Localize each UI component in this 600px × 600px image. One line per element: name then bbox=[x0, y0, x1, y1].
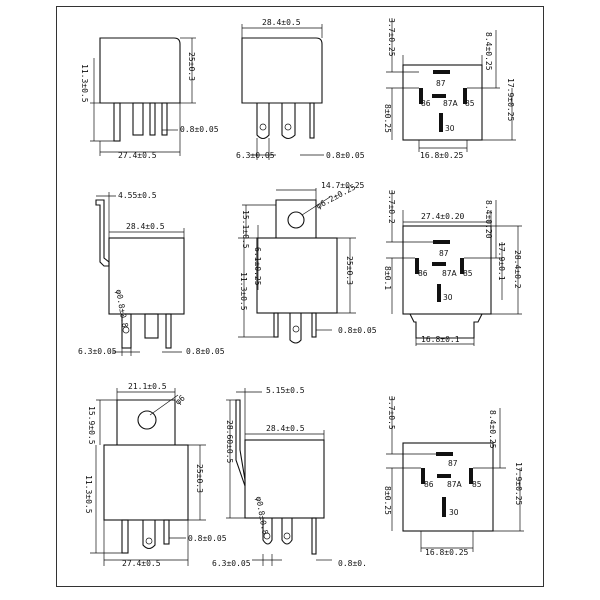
r2v2-flange: 15.1±0.5 bbox=[241, 210, 250, 249]
r1v3-pin-85: 85 bbox=[465, 99, 475, 108]
r2v2-base: 11.3±0.5 bbox=[239, 272, 248, 311]
r3v3-right: 8.4±0.25 bbox=[488, 410, 497, 449]
r3v2-width: 28.4±0.5 bbox=[266, 424, 305, 433]
r2v1-width: 28.4±0.5 bbox=[126, 222, 165, 231]
r3v3-pin-87: 87 bbox=[448, 459, 458, 468]
r1v3-right-lo: 17.9±0.25 bbox=[506, 78, 515, 122]
r3v2-pin-w: 6.3±0.05 bbox=[212, 559, 251, 568]
row1-front-view: 25±0.3 11.3±0.5 27.4±0.5 0.8±0.05 bbox=[80, 37, 219, 160]
r3v2-dia: φ0.8±0.8 bbox=[254, 496, 270, 536]
r2v3-top: 3.7±0.2 bbox=[387, 190, 396, 224]
r1v1-height: 25±0.3 bbox=[187, 52, 196, 81]
r2v2-pin-thk: 0.8±0.05 bbox=[338, 326, 377, 335]
r2v3-pin-85: 85 bbox=[463, 269, 473, 278]
r3v2-height: 28.60±0.5 bbox=[225, 420, 234, 464]
r3v2-offset: 5.15±0.5 bbox=[266, 386, 305, 395]
row3-front-view: 21.1±0.5 φ6 15.9±0.5 11.3±0.5 25±0.3 0.8… bbox=[84, 382, 227, 568]
r1v1-width: 27.4±0.5 bbox=[118, 151, 157, 160]
r3v1-base: 11.3±0.5 bbox=[84, 475, 93, 514]
r1v2-pin-w: 6.3±0.05 bbox=[236, 151, 275, 160]
r2v1-offset: 4.55±0.5 bbox=[118, 191, 157, 200]
r1v3-pin-87: 87 bbox=[436, 79, 446, 88]
row3-bottom-view: 87 86 87A 85 30 3.7±0.5 8±0.25 8.4±0.25 … bbox=[383, 396, 524, 557]
r3v3-pin-86: 86 bbox=[424, 480, 434, 489]
r3v3-pin-85: 85 bbox=[472, 480, 482, 489]
r1v3-bottom: 16.8±0.25 bbox=[420, 151, 464, 160]
r1v3-pin-86: 86 bbox=[421, 99, 431, 108]
r2v3-left: 8±0.1 bbox=[383, 266, 392, 290]
r3v3-pin-30: 30 bbox=[449, 508, 459, 517]
r3v3-left: 8±0.25 bbox=[383, 486, 392, 515]
row2-side-view: 14.7±0.25 φ6.2±0.25 15.1±0.5 6.1±0.25 11… bbox=[238, 181, 377, 344]
row1-side-view: 28.4±0.5 6.3±0.05 0.8±0.05 bbox=[236, 18, 365, 160]
r2v1-dia: φ0.8±0.8 bbox=[114, 289, 130, 329]
r2v3-pin-30: 30 bbox=[443, 293, 453, 302]
r2v3-bottom: 16.8±0.1 bbox=[421, 335, 460, 344]
r1v3-left: 8±0.25 bbox=[383, 104, 392, 133]
row1-bottom-view: 87 86 87A 85 30 3.7±0.25 8±0.25 8.4±0.25… bbox=[383, 18, 516, 160]
r1v3-right: 8.4±0.25 bbox=[484, 32, 493, 71]
r1v2-pin-thk: 0.8±0.05 bbox=[326, 151, 365, 160]
r2v3-right-lo: 17.9±0.1 bbox=[497, 242, 506, 281]
r2v2-flange2: 6.1±0.25 bbox=[253, 247, 262, 286]
r3v1-flange: 15.9±0.5 bbox=[87, 406, 96, 445]
r1v3-pin-30: 30 bbox=[445, 124, 455, 133]
r2v3-right-tot: 28.4±0.2 bbox=[513, 250, 522, 289]
r2v3-pin-86: 86 bbox=[418, 269, 428, 278]
r3v1-height: 25±0.3 bbox=[195, 464, 204, 493]
row2-front-view: 4.55±0.5 28.4±0.5 φ0.8±0.8 6.3±0.05 0.8±… bbox=[78, 191, 225, 356]
r3v3-bottom: 16.8±0.25 bbox=[425, 548, 469, 557]
row3-side-view: 5.15±0.5 28.4±0.5 28.60±0.5 φ0.8±0.8 6.3… bbox=[212, 386, 367, 568]
r3v1-width: 27.4±0.5 bbox=[122, 559, 161, 568]
r2v3-pin-87a: 87A bbox=[442, 269, 458, 278]
r1v2-width: 28.4±0.5 bbox=[262, 18, 301, 27]
r1v3-top: 3.7±0.25 bbox=[387, 18, 396, 57]
r2v2-bracket-w: 14.7±0.25 bbox=[321, 181, 365, 190]
r3v2-pin-thk: 0.8±0. bbox=[338, 559, 367, 568]
r2v3-pin-87: 87 bbox=[439, 249, 449, 258]
r2v3-width: 27.4±0.20 bbox=[421, 212, 465, 221]
sheet-frame bbox=[56, 6, 544, 587]
row2-bottom-view: 27.4±0.20 87 86 87A 85 30 3.7±0.2 8±0.1 … bbox=[383, 190, 522, 346]
r1v3-pin-87a: 87A bbox=[443, 99, 459, 108]
r3v3-right-lo: 17.9±0.25 bbox=[514, 462, 523, 506]
r2v1-pin-w: 6.3±0.05 bbox=[78, 347, 117, 356]
r3v1-pin-thk: 0.8±0.05 bbox=[188, 534, 227, 543]
r3v3-pin-87a: 87A bbox=[447, 480, 463, 489]
r1v1-pin-thk: 0.8±0.05 bbox=[180, 125, 219, 134]
r1v1-base: 11.3±0.5 bbox=[80, 64, 89, 103]
r2v2-height: 25±0.3 bbox=[345, 256, 354, 285]
r2v1-pin-thk: 0.8±0.05 bbox=[186, 347, 225, 356]
r3v1-bracket-w: 21.1±0.5 bbox=[128, 382, 167, 391]
r2v3-right-top: 8.4±0.20 bbox=[484, 200, 493, 239]
r3v3-top: 3.7±0.5 bbox=[387, 396, 396, 430]
